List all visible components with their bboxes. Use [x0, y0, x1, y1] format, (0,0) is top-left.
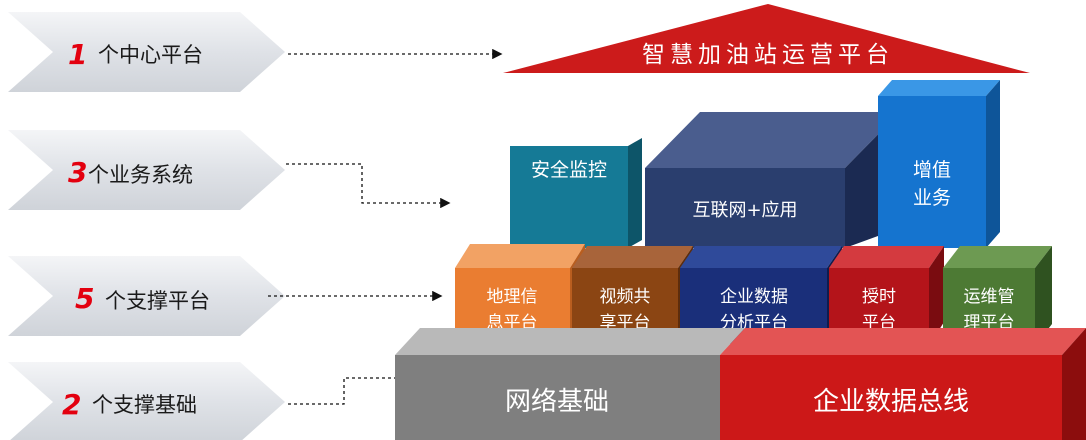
connector-arrows	[268, 48, 503, 405]
box-top	[878, 80, 1000, 96]
left-label-number: 5	[75, 282, 94, 315]
connector-arrow-4	[288, 372, 415, 405]
box-top	[680, 246, 842, 268]
system-box-internet-app: 互联网+应用	[645, 112, 900, 248]
chevron-shape	[8, 12, 285, 92]
box-side	[628, 138, 642, 248]
chevron-shape	[8, 130, 285, 210]
box-label: 授时	[862, 287, 896, 307]
foundation-network: 网络基础	[395, 328, 745, 440]
box-label: 增值	[913, 159, 951, 181]
box-front	[395, 355, 720, 440]
box-label: 地理信	[487, 287, 538, 307]
box-top	[572, 246, 693, 268]
box-label: 运维管	[964, 287, 1015, 307]
box-front	[720, 355, 1062, 440]
box-top	[645, 112, 900, 168]
box-front	[645, 168, 845, 248]
left-label-text: 个支撑基础	[92, 393, 197, 417]
box-side	[929, 246, 944, 346]
box-side	[1062, 328, 1086, 440]
left-label-2: 3 个业务系统	[8, 130, 285, 210]
left-label-number: 3	[68, 156, 87, 189]
roof-shape	[503, 4, 1030, 73]
box-side	[1035, 246, 1052, 346]
system-box-security-monitoring: 安全监控	[510, 138, 642, 248]
roof-label: 智慧加油站运营平台	[642, 42, 894, 68]
box-label: 安全监控	[531, 159, 607, 181]
box-label: 视频共	[600, 287, 651, 307]
connector-arrow-2	[286, 163, 451, 209]
left-label-3: 5 个支撑平台	[8, 256, 285, 336]
box-label: 业务	[913, 187, 951, 209]
left-label-number: 1	[68, 38, 87, 71]
chevron-shape	[8, 362, 285, 440]
box-top	[943, 246, 1052, 268]
left-label-text: 个支撑平台	[105, 289, 210, 313]
box-side	[986, 80, 1000, 248]
box-label: 互联网+应用	[692, 200, 797, 221]
foundation-data-bus: 企业数据总线	[720, 328, 1086, 440]
box-top	[720, 328, 1086, 355]
left-label-4: 2 个支撑基础	[8, 362, 285, 440]
left-label-1: 1 个中心平台	[8, 12, 285, 92]
chevron-shape	[8, 256, 285, 336]
left-label-number: 2	[62, 388, 81, 421]
box-top	[829, 246, 944, 268]
box-top	[395, 328, 745, 355]
box-front	[510, 146, 628, 248]
system-box-value-added: 增值 业务	[878, 80, 1000, 248]
left-label-text: 个业务系统	[88, 163, 193, 187]
box-label: 企业数据	[720, 287, 788, 307]
left-label-text: 个中心平台	[98, 43, 203, 67]
roof: 智慧加油站运营平台	[503, 4, 1030, 73]
box-label: 网络基础	[505, 387, 609, 417]
box-top	[455, 244, 585, 268]
box-front	[878, 96, 986, 248]
box-label: 企业数据总线	[813, 387, 969, 417]
